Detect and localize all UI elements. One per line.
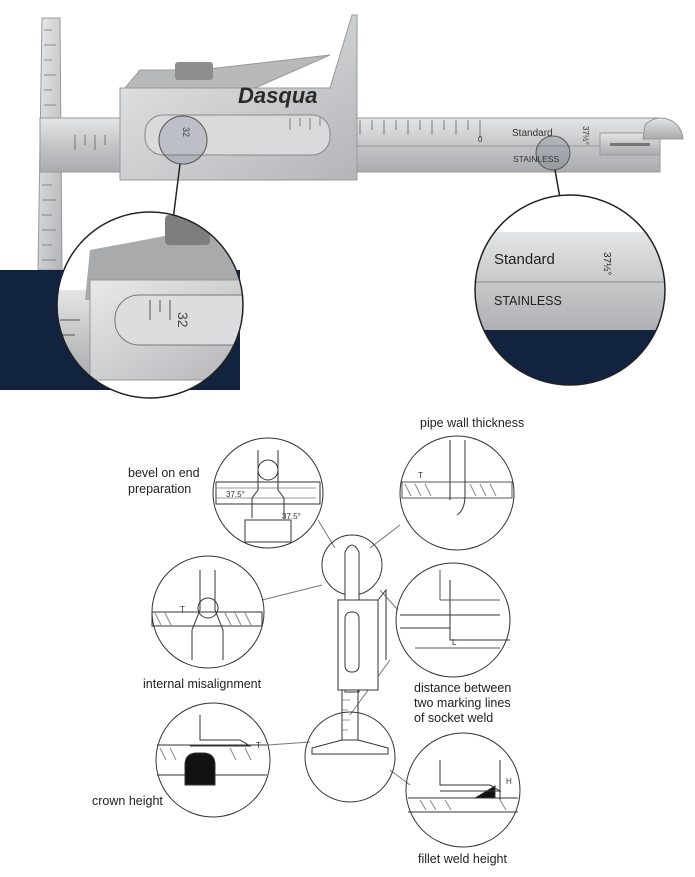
distance-detail: L (400, 570, 510, 649)
center-bottom-circle (304, 711, 396, 803)
pipe-wall-circle (399, 435, 515, 551)
slider-knurled-top (123, 54, 331, 89)
crown-detail: T (157, 715, 267, 786)
misalignment-detail: T (151, 570, 263, 660)
zoom-angle: 37½° (601, 252, 612, 275)
label-pipe-wall: pipe wall thickness (420, 416, 524, 430)
gauge-photo: 0 Standard 37½° Dasqua 32 STAINLESS (37, 14, 684, 271)
scale-zero: 0 (478, 135, 483, 144)
label-bevel-1: bevel on end (128, 466, 200, 480)
label-crown: crown height (92, 794, 163, 808)
brand-logo: Dasqua (238, 83, 317, 108)
stainless-label: STAINLESS (513, 154, 559, 164)
thumb-screw (175, 62, 213, 80)
bevel-circle (212, 437, 324, 549)
crown-mark-t: T (256, 741, 261, 750)
magnify-spot-left (158, 115, 208, 165)
label-misalignment: internal misalignment (143, 677, 262, 691)
distance-circle (395, 562, 511, 678)
depth-ruler-ticks (42, 29, 56, 261)
center-gauge-drawing (311, 544, 389, 755)
angle-b: 37.5° (282, 512, 301, 521)
zoom-standard: Standard (494, 251, 555, 268)
hook-slot (610, 143, 650, 146)
slot-window-ticks (289, 118, 321, 130)
angle-a: 37.5° (226, 490, 245, 499)
inset-connector-right (554, 169, 561, 199)
slot-window (144, 114, 331, 156)
mark-t: T (418, 471, 423, 480)
pipe-wall-detail: T (401, 440, 513, 516)
zoom-ring-right (474, 194, 666, 386)
zoom-slot-window (114, 294, 243, 346)
label-distance-3: of socket weld (414, 711, 493, 725)
magnify-spot-right (535, 135, 571, 171)
standard-label: Standard (512, 128, 553, 139)
fillet-detail: H (408, 760, 518, 813)
main-bar-ticks (74, 120, 481, 150)
angle-label: 37½° (581, 126, 590, 145)
zoom-inset-left: 32 (0, 211, 244, 399)
label-distance-1: distance between (414, 681, 511, 695)
fillet-circle (405, 732, 521, 848)
navy-backdrop-right (475, 330, 665, 385)
label-bevel-2: preparation (128, 482, 191, 496)
hook-end (642, 117, 684, 140)
crown-circle (155, 702, 271, 818)
mark-h: H (506, 777, 512, 786)
label-distance-2: two marking lines (414, 696, 511, 710)
zoom-inset-right: Standard 37½° STAINLESS (474, 194, 666, 386)
zoom-scale-32: 32 (175, 312, 191, 328)
zoom-stainless: STAINLESS (494, 294, 562, 308)
misalign-mark-t: T (180, 605, 185, 614)
scale-32: 32 (181, 127, 191, 137)
label-fillet: fillet weld height (418, 852, 507, 866)
mark-l: L (452, 638, 457, 647)
zoom-ring-left (56, 211, 244, 399)
usage-diagram: 37.5° 37.5° T T L (151, 435, 521, 848)
bevel-detail: 37.5° 37.5° (215, 450, 321, 543)
